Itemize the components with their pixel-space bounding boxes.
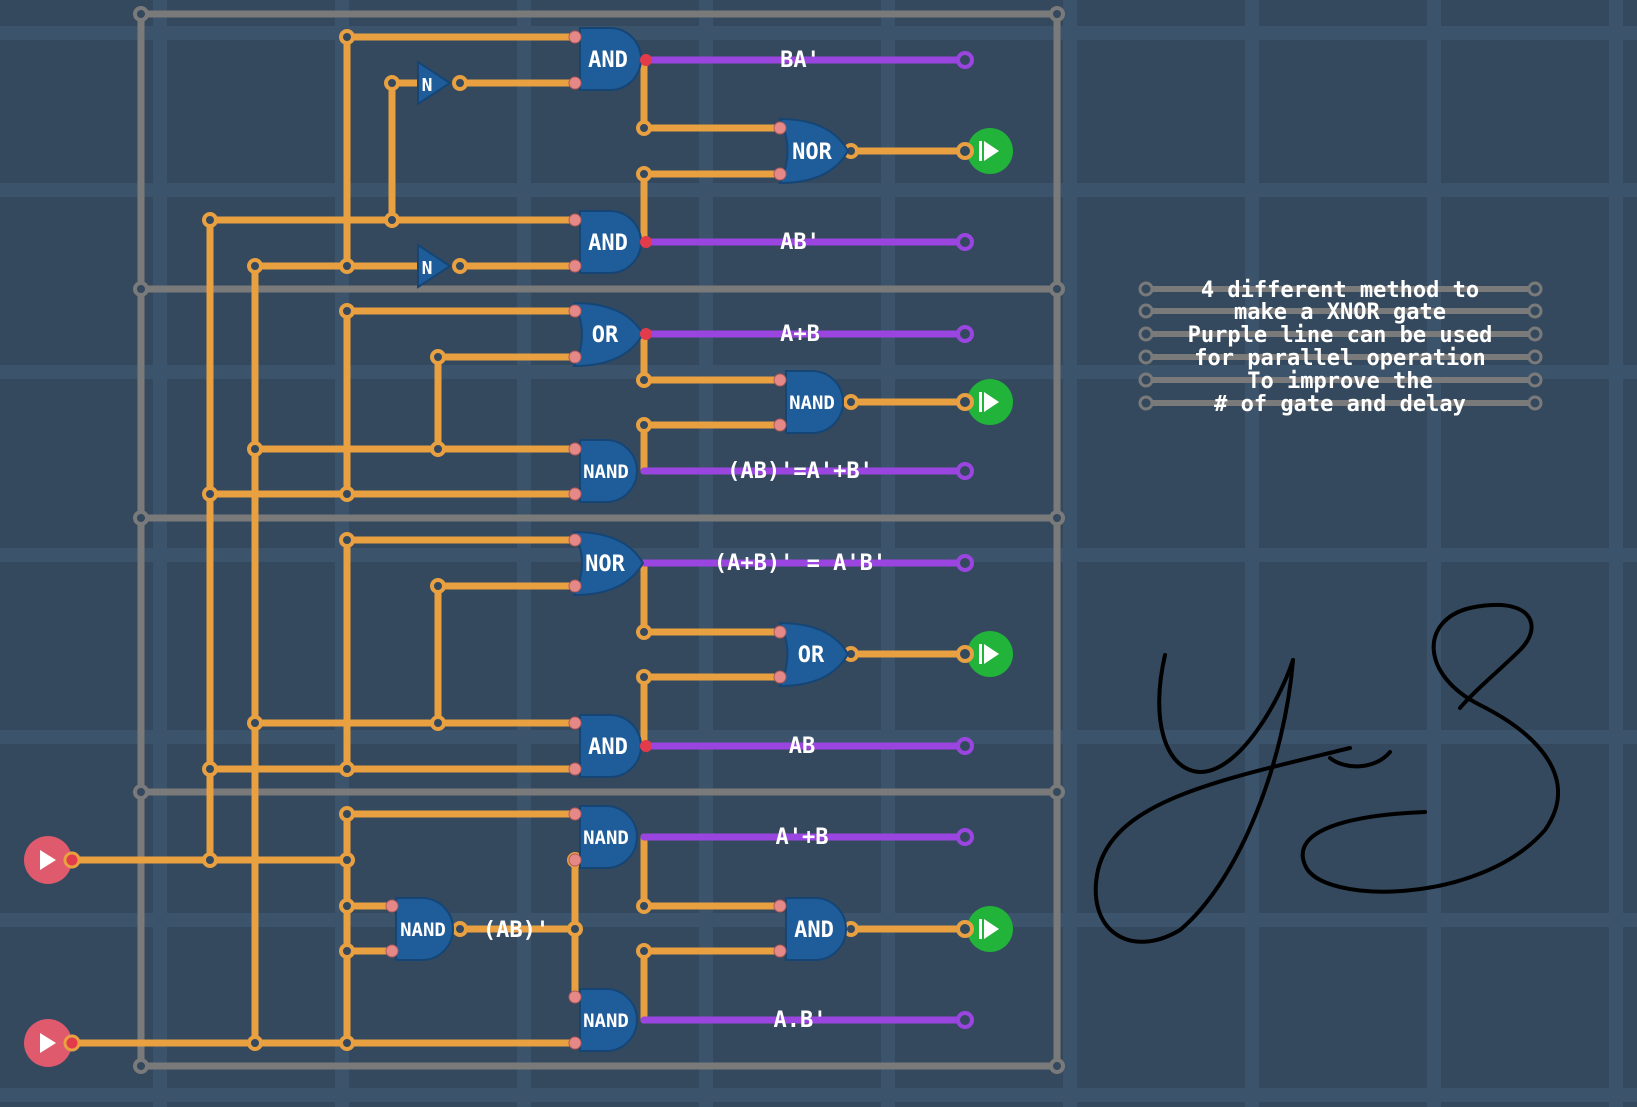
note-line: To improve the <box>1247 369 1432 394</box>
label-ab-prime: AB' <box>780 230 820 255</box>
gate-not[interactable]: N <box>417 243 452 289</box>
output-lamp-4 <box>956 906 1013 952</box>
gate-label: AND <box>794 918 834 943</box>
label-ab: AB <box>789 734 816 759</box>
wire-nodes <box>202 29 859 1051</box>
gate-and[interactable]: AND <box>785 897 847 961</box>
gate-and[interactable]: AND <box>579 210 642 274</box>
gate-and[interactable]: AND <box>579 714 642 778</box>
gate-or[interactable]: OR <box>572 301 645 368</box>
output-lamp-1 <box>956 128 1013 174</box>
gate-output-pins <box>640 54 652 752</box>
gate-label: AND <box>588 231 628 256</box>
label-a-b-prime: A.B' <box>774 1008 827 1033</box>
gate-label: N <box>422 258 433 279</box>
note-line: for parallel operation <box>1194 346 1485 371</box>
gate-nor[interactable]: NOR <box>778 117 850 185</box>
note-line: make a XNOR gate <box>1234 300 1446 325</box>
gate-label: OR <box>798 643 825 668</box>
gate-input-pins <box>385 30 787 1050</box>
gate-label: NAND <box>583 461 629 483</box>
gate-label: NAND <box>789 392 835 414</box>
purple-end-nodes <box>956 51 974 1029</box>
logic-gates: AND N NOR AND N OR NAND NAND <box>395 27 850 1052</box>
orange-wires <box>68 33 969 1047</box>
gate-label: OR <box>592 323 619 348</box>
gate-nand[interactable]: NAND <box>579 805 638 869</box>
label-ab-nand-mid: (AB)' <box>483 918 549 943</box>
note-panel: 4 different method to make a XNOR gate P… <box>1138 278 1543 417</box>
gate-label: NOR <box>792 140 832 165</box>
gate-label: NAND <box>583 1010 629 1032</box>
purple-wires <box>640 56 969 1024</box>
output-lamp-2 <box>956 379 1013 425</box>
gate-not[interactable]: N <box>417 60 452 106</box>
gate-label: NAND <box>400 919 446 941</box>
gate-label: NOR <box>585 552 625 577</box>
wire-labels: BA' AB' A+B (AB)'=A'+B' (A+B)' = A'B' AB… <box>483 48 886 1033</box>
label-a-or-b-nor: (A+B)' = A'B' <box>714 551 886 576</box>
gate-nand[interactable]: NAND <box>579 988 638 1052</box>
gate-or[interactable]: OR <box>778 621 850 688</box>
gate-label: AND <box>588 48 628 73</box>
label-ba-prime: BA' <box>780 48 820 73</box>
note-line: # of gate and delay <box>1214 392 1466 417</box>
input-button-a[interactable] <box>24 836 81 884</box>
output-lamp-3 <box>956 631 1013 677</box>
gate-nor[interactable]: NOR <box>572 530 645 597</box>
handwritten-signature <box>1093 602 1560 944</box>
gate-label: N <box>422 75 433 96</box>
gate-nand[interactable]: NAND <box>579 439 638 503</box>
gate-nand[interactable]: NAND <box>395 897 454 961</box>
gate-and[interactable]: AND <box>579 27 642 91</box>
gate-nand[interactable]: NAND <box>785 370 844 434</box>
note-line: Purple line can be used <box>1188 323 1493 348</box>
label-ab-nand: (AB)'=A'+B' <box>727 459 873 484</box>
gate-label: NAND <box>583 827 629 849</box>
frame-nodes <box>133 6 1065 1074</box>
input-button-b[interactable] <box>24 1019 81 1067</box>
label-a-prime-or-b: A'+B <box>776 825 829 850</box>
label-a-or-b: A+B <box>780 322 820 347</box>
section-frame <box>137 10 1061 1070</box>
gate-label: AND <box>588 735 628 760</box>
note-line: 4 different method to <box>1201 278 1479 303</box>
